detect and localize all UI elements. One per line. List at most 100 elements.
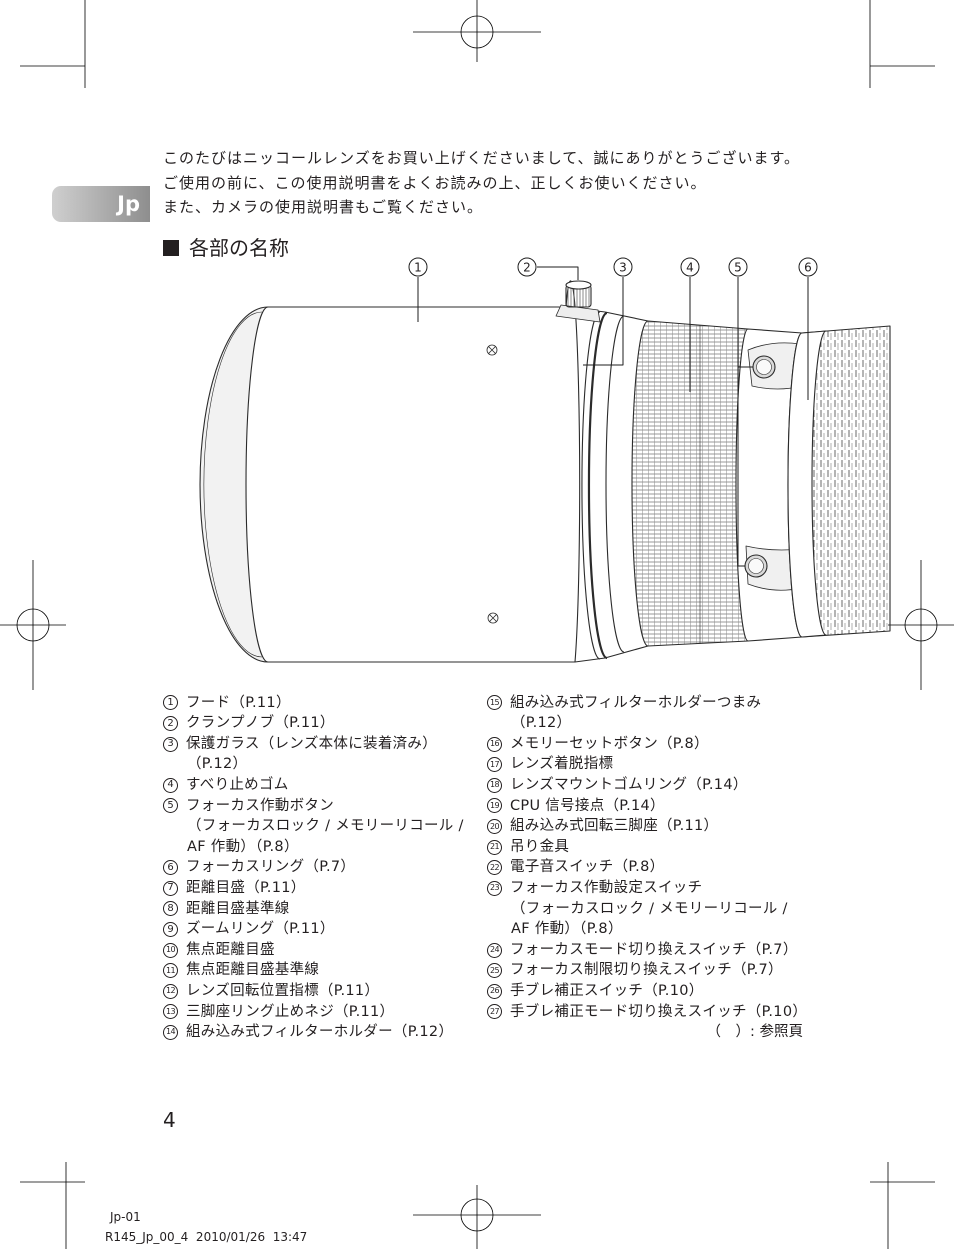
callout-2: 2 xyxy=(517,257,537,277)
part-line: 15 組み込み式フィルターホルダーつまみ xyxy=(487,693,807,714)
trim-mark-top-right xyxy=(869,0,935,88)
lens-front-rings xyxy=(560,306,649,663)
part-number: 6 xyxy=(163,860,178,876)
part-number: 3 xyxy=(163,736,178,752)
part-label: CPU 信号接点（P.14） xyxy=(510,797,665,814)
part-item: 6 フォーカスリング（P.7） xyxy=(163,857,464,878)
language-tab: Jp xyxy=(52,186,150,222)
part-item: 27 手ブレ補正モード切り換えスイッチ（P.10） xyxy=(487,1002,807,1023)
part-number: 13 xyxy=(163,1004,178,1020)
part-label: 組み込み式フィルターホルダー（P.12） xyxy=(186,1024,454,1041)
callout-6: 6 xyxy=(798,257,818,277)
callout-number: 6 xyxy=(804,261,812,275)
trim-mark-top-left xyxy=(20,0,86,88)
leader-line-3 xyxy=(583,277,624,366)
part-line: AF 作動）（P.8） xyxy=(163,837,464,858)
part-line: （フォーカスロック / メモリーリコール / xyxy=(487,899,807,920)
leader-lines xyxy=(417,266,809,567)
part-label: フォーカスリング（P.7） xyxy=(186,859,356,876)
ring-edge xyxy=(581,311,601,660)
part-line: （P.12） xyxy=(487,713,807,734)
callouts: 1 2 3 4 5 6 xyxy=(408,257,818,277)
callout-number: 3 xyxy=(619,261,627,275)
part-label: レンズマウントゴムリング（P.14） xyxy=(510,777,748,794)
part-item: 15 組み込み式フィルターホルダーつまみ （P.12） xyxy=(487,693,807,734)
part-label: ズームリング（P.11） xyxy=(186,921,335,938)
part-label: フォーカスモード切り換えスイッチ（P.7） xyxy=(510,941,798,958)
part-label: 組み込み式フィルターホルダーつまみ xyxy=(510,694,762,711)
callout-5: 5 xyxy=(728,257,748,277)
square-icon xyxy=(163,240,179,256)
callout-4: 4 xyxy=(680,257,700,277)
part-number: 15 xyxy=(487,695,502,711)
callout-3: 3 xyxy=(613,257,633,277)
ring-edge xyxy=(605,315,625,653)
part-line: 6 フォーカスリング（P.7） xyxy=(163,857,464,878)
intro-line: また、カメラの使用説明書もご覧ください。 xyxy=(163,198,484,216)
part-label: 手ブレ補正モード切り換えスイッチ（P.10） xyxy=(510,1003,808,1020)
part-line: 27 手ブレ補正モード切り換えスイッチ（P.10） xyxy=(487,1002,807,1023)
part-number: 26 xyxy=(487,983,502,999)
part-number: 27 xyxy=(487,1004,502,1020)
page-number: 4 xyxy=(163,1108,176,1132)
lens-hood xyxy=(199,280,581,663)
part-label: AF 作動）（P.8） xyxy=(187,838,299,855)
part-number: 5 xyxy=(163,798,178,814)
part-line: 26 手ブレ補正スイッチ（P.10） xyxy=(487,981,807,1002)
intro-line: ご使用の前に、この使用説明書をよくお読みの上、正しくお使いください。 xyxy=(163,173,707,192)
part-label: 吊り金具 xyxy=(510,838,570,855)
part-label: クランプノブ（P.11） xyxy=(186,715,335,732)
part-label: すべり止めゴム xyxy=(186,777,289,794)
part-number: 2 xyxy=(163,716,178,732)
part-line: （P.12） xyxy=(163,754,464,775)
part-line: 11 焦点距離目盛基準線 xyxy=(163,960,464,981)
part-line: 2 クランプノブ（P.11） xyxy=(163,713,464,734)
part-label: フォーカス作動ボタン xyxy=(186,797,334,814)
focus-button-collar xyxy=(735,328,803,642)
part-item: 2 クランプノブ（P.11） xyxy=(163,713,464,734)
intro-paragraph: このたびはニッコールレンズをお買い上げくださいまして、誠にありがとうございます。… xyxy=(163,146,800,220)
part-label: 三脚座リング止めネジ（P.11） xyxy=(186,1003,395,1020)
ring-block xyxy=(560,307,648,662)
part-label: 電子音スイッチ（P.8） xyxy=(510,859,665,876)
part-number: 25 xyxy=(487,963,502,979)
part-line: AF 作動）（P.8） xyxy=(487,919,807,940)
callout-1: 1 xyxy=(408,257,428,277)
part-label: （フォーカスロック / メモリーリコール / xyxy=(511,900,788,917)
part-label: 焦点距離目盛基準線 xyxy=(186,962,320,979)
rubber-grip xyxy=(631,320,749,647)
part-label: フード（P.11） xyxy=(186,694,291,711)
clamp-knob-top xyxy=(565,280,592,290)
callout-number: 1 xyxy=(414,261,422,275)
clamp-knob-base xyxy=(555,304,601,323)
part-label: 手ブレ補正スイッチ（P.10） xyxy=(510,983,704,999)
part-number: 11 xyxy=(163,963,178,979)
